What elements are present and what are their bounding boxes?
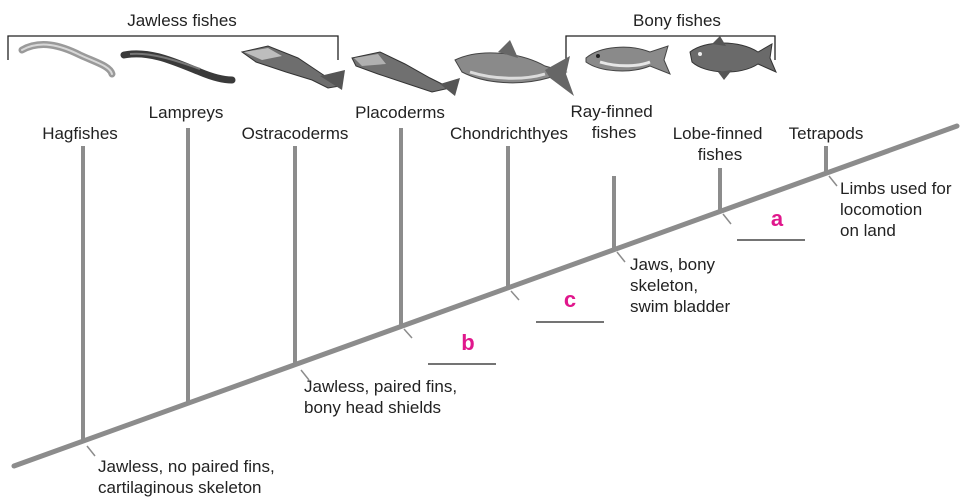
blank-a: a [737, 206, 805, 240]
taxon-chondrichthyes: Chondrichthyes [450, 124, 568, 143]
blank-c-letter: c [564, 287, 576, 312]
trait-bony-node-line3: swim bladder [630, 297, 730, 316]
jawless-group-label: Jawless fishes [127, 11, 237, 30]
tick-a [723, 214, 731, 224]
tick-b [404, 329, 412, 338]
hagfish-icon [22, 45, 112, 74]
taxon-tetrapods: Tetrapods [789, 124, 864, 143]
trait-tetrapod-node: Limbs used for locomotion on land [840, 179, 956, 240]
blank-c: c [536, 287, 604, 322]
tick-base [87, 446, 95, 456]
blank-b: b [428, 330, 496, 364]
trait-tetrapod-node-line1: Limbs used for [840, 179, 952, 198]
blank-b-letter: b [461, 330, 474, 355]
trait-base-line1: Jawless, no paired fins, [98, 457, 275, 476]
trait-ostracoderm-node-line2: bony head shields [304, 398, 441, 417]
tick-bony-node [617, 252, 625, 262]
taxon-lobe-finned-line1: Lobe-finned [673, 124, 763, 143]
trait-tetrapod-node-line2: locomotion [840, 200, 922, 219]
tick-tetrapod-node [829, 176, 837, 186]
shark-icon [455, 40, 574, 96]
taxon-ray-finned-line1: Ray-finned [571, 102, 653, 121]
trait-ostracoderm-node: Jawless, paired fins, bony head shields [304, 377, 462, 417]
coelacanth-icon [690, 36, 776, 80]
trait-bony-node-line2: skeleton, [630, 276, 698, 295]
trait-base-line2: cartilaginous skeleton [98, 478, 261, 497]
taxon-placoderms: Placoderms [355, 103, 445, 122]
blank-a-letter: a [771, 206, 784, 231]
trait-base: Jawless, no paired fins, cartilaginous s… [98, 457, 279, 497]
taxon-lobe-finned-line2: fishes [698, 145, 742, 164]
cladogram-trunk [14, 126, 957, 466]
taxon-ostracoderms: Ostracoderms [242, 124, 349, 143]
taxon-lobe-finned: Lobe-finned fishes [673, 124, 768, 164]
trait-bony-node-line1: Jaws, bony [630, 255, 716, 274]
taxon-hagfishes: Hagfishes [42, 124, 118, 143]
tick-c [511, 291, 519, 300]
ostracoderm-icon [242, 46, 345, 90]
lamprey-icon [124, 54, 232, 80]
trait-bony-node: Jaws, bony skeleton, swim bladder [630, 255, 730, 316]
placoderm-icon [352, 52, 460, 96]
trait-ostracoderm-node-line1: Jawless, paired fins, [304, 377, 457, 396]
trait-tetrapod-node-line3: on land [840, 221, 896, 240]
taxon-ray-finned-line2: fishes [592, 123, 636, 142]
ray-finned-fish-icon [586, 46, 670, 74]
bony-group-label: Bony fishes [633, 11, 721, 30]
taxon-ray-finned: Ray-finned fishes [571, 102, 658, 142]
taxon-lampreys: Lampreys [149, 103, 224, 122]
